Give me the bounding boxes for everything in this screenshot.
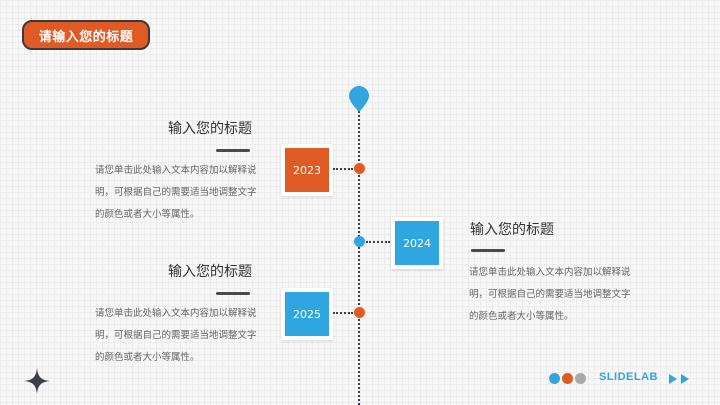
double-arrow-right-icon — [669, 374, 677, 384]
heading-underline — [471, 249, 505, 252]
item-heading: 输入您的标题 — [168, 264, 252, 280]
heading-underline — [216, 292, 250, 295]
decor-dot-orange — [562, 373, 573, 384]
four-point-star-icon — [24, 368, 50, 394]
brand-label: SLIDELAB — [599, 371, 658, 383]
timeline-node-2023 — [354, 163, 365, 174]
connector-2023 — [333, 168, 353, 170]
heading-underline — [216, 149, 250, 152]
item-description: 请您单击此处输入文本内容加以解释说明，可根据自己的需要适当地调整文字的颜色或者大… — [95, 308, 257, 363]
timeline-node-2024 — [354, 236, 365, 247]
timeline-item-2025: 输入您的标题 — [150, 261, 252, 281]
map-pin-icon — [349, 86, 369, 112]
decor-dot-gray — [575, 373, 586, 384]
item-heading: 输入您的标题 — [470, 222, 554, 238]
year-badge-2024: 2024 — [391, 217, 443, 269]
connector-2024 — [366, 241, 390, 243]
item-description: 请您单击此处输入文本内容加以解释说明，可根据自己的需要适当地调整文字的颜色或者大… — [469, 267, 631, 322]
connector-2025 — [333, 312, 353, 314]
year-badge-2025: 2025 — [281, 288, 333, 340]
slide-title: 请输入您的标题 — [22, 20, 150, 50]
year-badge-2023: 2023 — [281, 144, 333, 196]
timeline-line — [358, 106, 360, 405]
item-description: 请您单击此处输入文本内容加以解释说明，可根据自己的需要适当地调整文字的颜色或者大… — [95, 165, 257, 220]
timeline-node-2025 — [354, 307, 365, 318]
item-heading: 输入您的标题 — [168, 121, 252, 137]
decor-dot-blue — [549, 373, 560, 384]
timeline-item-2023: 输入您的标题 — [150, 118, 252, 138]
double-arrow-right-icon — [681, 374, 689, 384]
